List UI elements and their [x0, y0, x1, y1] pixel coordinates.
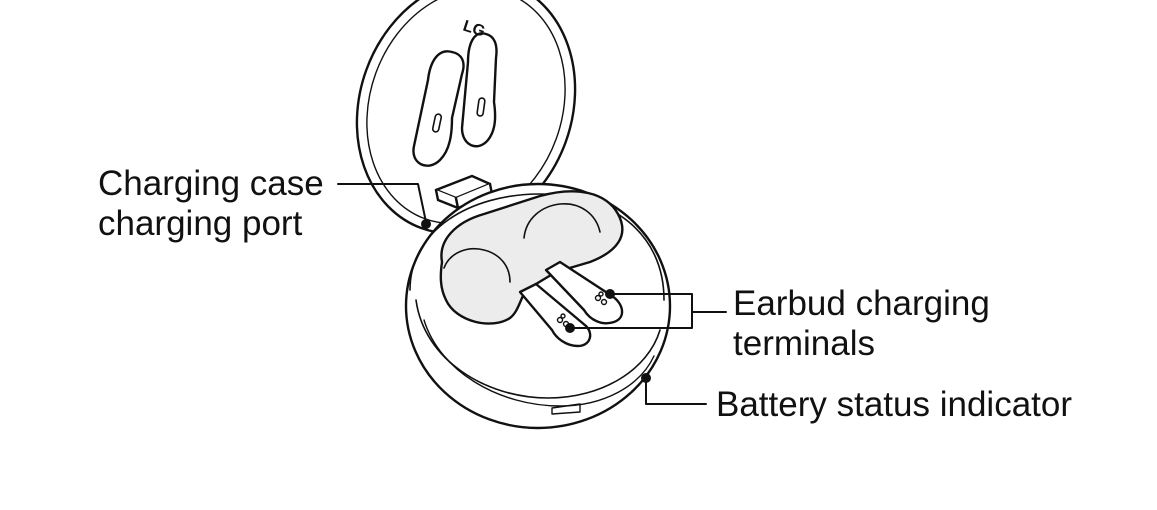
callout-battery-indicator: Battery status indicator: [716, 385, 1072, 425]
lid-earbud-recess-left: [412, 50, 465, 167]
case-lid: LG: [355, 0, 577, 235]
leader-battery: [645, 379, 707, 405]
case-hinge: [434, 174, 494, 210]
dot-battery-indicator: [641, 373, 651, 383]
lid-earbud-recess-right: [460, 32, 498, 148]
dot-terminal-right: [605, 289, 615, 299]
callout-battery-indicator-line1: Battery status indicator: [716, 385, 1072, 424]
leader-charging-port: [337, 183, 427, 223]
callout-charging-port-line2: charging port: [98, 204, 303, 243]
leader-dots: [421, 219, 651, 383]
dot-charging-port: [421, 219, 431, 229]
earbud-cradle: [439, 190, 624, 325]
leader-lines: [337, 183, 727, 405]
callout-earbud-terminals-line2: terminals: [733, 324, 875, 363]
lid-logo: LG: [461, 18, 487, 41]
callout-earbud-terminals-line1: Earbud charging: [733, 284, 990, 323]
callout-charging-port-line1: Charging case: [98, 164, 324, 203]
dot-terminal-left: [565, 323, 575, 333]
callout-earbud-terminals: Earbud charging terminals: [733, 284, 990, 364]
terminal-contacts-right: [594, 291, 608, 306]
callout-charging-port: Charging case charging port: [98, 164, 324, 244]
